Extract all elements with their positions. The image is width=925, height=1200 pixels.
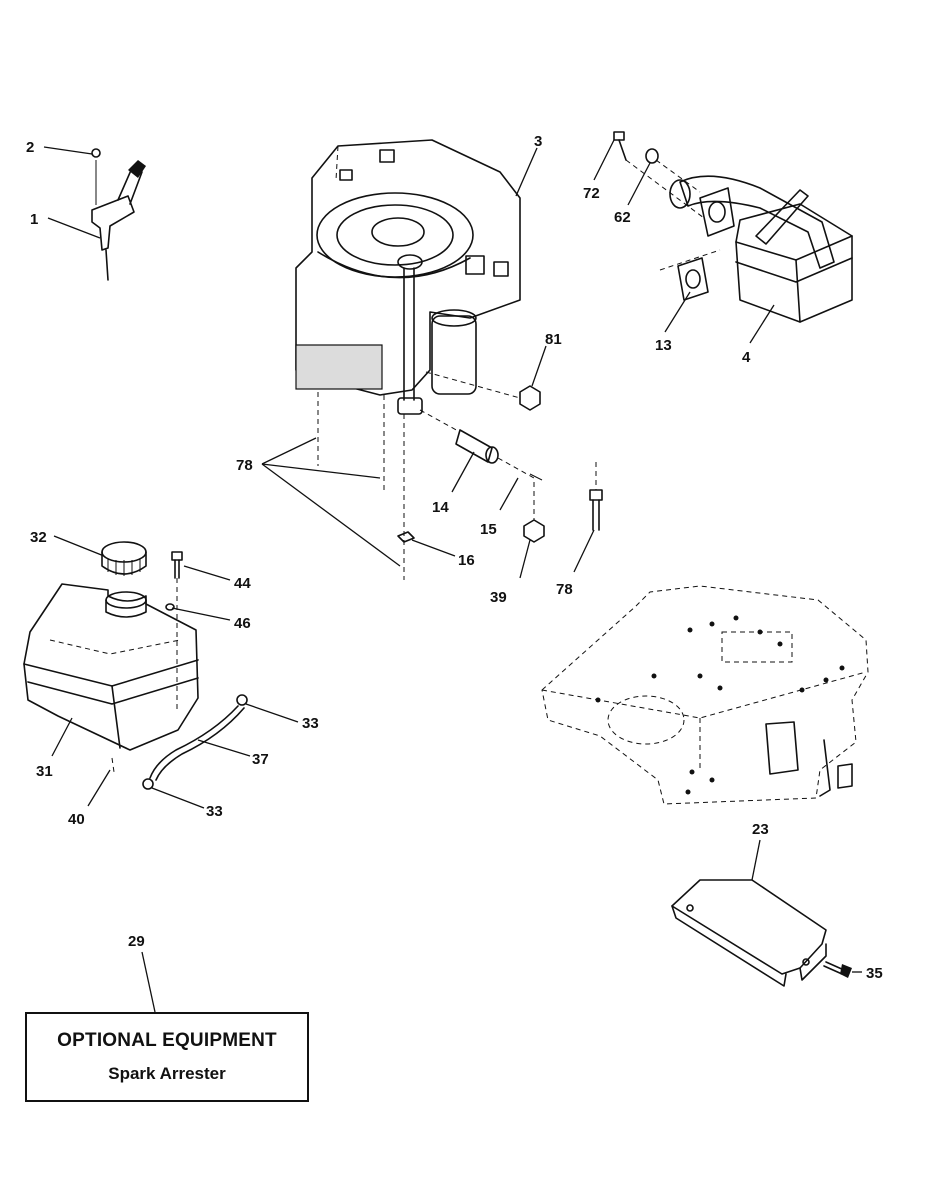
washer-part <box>529 473 543 520</box>
bolt-right-part <box>589 462 603 531</box>
callout-62-group: 62 <box>614 162 651 226</box>
spacer-part <box>419 409 535 479</box>
callout-4: 4 <box>742 349 751 366</box>
callout-35-group: 35 <box>852 965 883 982</box>
screw-part <box>613 131 705 219</box>
callout-2: 2 <box>26 139 34 156</box>
optional-equipment-item: Spark Arrester <box>108 1064 226 1083</box>
callout-1: 1 <box>30 211 38 228</box>
callout-2-group: 2 <box>26 139 93 156</box>
clamp-upper-part <box>236 694 248 706</box>
callout-32: 32 <box>30 529 47 546</box>
callout-4-group: 4 <box>742 304 775 366</box>
exhaust-gasket-upper-part <box>699 187 735 237</box>
callout-44-group: 44 <box>183 565 251 592</box>
optional-equipment-title: OPTIONAL EQUIPMENT <box>57 1030 277 1051</box>
callout-37-group: 37 <box>197 739 269 768</box>
callout-31: 31 <box>36 763 53 780</box>
exhaust-gasket-part <box>659 249 721 301</box>
callout-39: 39 <box>490 589 507 606</box>
callout-40-group: 40 <box>68 757 115 828</box>
screw-35-part <box>823 961 852 978</box>
callout-81: 81 <box>545 331 562 348</box>
callout-81-group: 81 <box>531 331 562 387</box>
callout-15-group: 15 <box>480 477 519 538</box>
callout-16-group: 16 <box>411 539 475 569</box>
callout-37: 37 <box>252 751 269 768</box>
callout-78-right-group: 78 <box>556 529 595 598</box>
callout-29-group: 29 <box>128 933 156 1013</box>
callout-35: 35 <box>866 965 883 982</box>
optional-equipment-box: OPTIONAL EQUIPMENT Spark Arrester <box>25 1012 309 1102</box>
callout-15: 15 <box>480 521 497 538</box>
clamp-lower-part <box>142 778 154 790</box>
nut-part <box>425 371 541 411</box>
fuel-line-part <box>149 705 245 781</box>
callout-44: 44 <box>234 575 251 592</box>
callout-29: 29 <box>128 933 145 950</box>
callout-78-left-group: 78 <box>236 437 401 567</box>
lock-washer-part <box>645 148 701 193</box>
fuel-tank-part <box>23 583 199 751</box>
callout-3-group: 3 <box>515 133 542 197</box>
callout-78-right: 78 <box>556 581 573 598</box>
throttle-control-part <box>91 148 146 281</box>
callout-33-upper-group: 33 <box>245 703 319 732</box>
callout-72-group: 72 <box>583 139 615 202</box>
callout-46-group: 46 <box>165 603 251 632</box>
callout-13: 13 <box>655 337 672 354</box>
callout-33-lower: 33 <box>206 803 223 820</box>
heat-shield-part <box>671 879 827 987</box>
callout-40: 40 <box>68 811 85 828</box>
locknut-part <box>523 519 545 543</box>
muffler-part <box>669 175 853 323</box>
callout-16: 16 <box>458 552 475 569</box>
callout-31-group: 31 <box>36 717 73 780</box>
fuel-cap-part <box>101 541 147 576</box>
callout-72: 72 <box>583 185 600 202</box>
callout-32-group: 32 <box>30 529 105 557</box>
callout-3: 3 <box>534 133 542 150</box>
callout-78-left: 78 <box>236 457 253 474</box>
callout-46: 46 <box>234 615 251 632</box>
callout-33-upper: 33 <box>302 715 319 732</box>
engine-part <box>295 139 521 415</box>
callout-13-group: 13 <box>655 291 691 354</box>
callout-39-group: 39 <box>490 539 531 606</box>
callout-23-group: 23 <box>751 821 769 881</box>
callout-14: 14 <box>432 499 449 516</box>
callout-33-lower-group: 33 <box>151 787 223 820</box>
screw-44-part <box>171 551 183 710</box>
callout-23: 23 <box>752 821 769 838</box>
callout-62: 62 <box>614 209 631 226</box>
mount-bolts-part <box>317 392 415 580</box>
callout-14-group: 14 <box>432 451 475 516</box>
callout-1-group: 1 <box>30 211 101 239</box>
chassis-plate-part <box>541 585 869 805</box>
